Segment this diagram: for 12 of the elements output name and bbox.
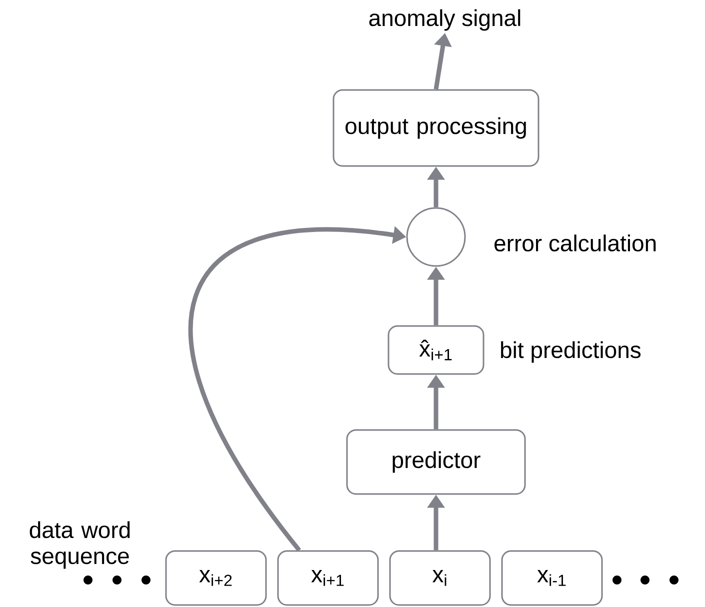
side-label: error calculation <box>494 234 656 252</box>
data-word-box: x$_{i+2}$ <box>165 550 267 606</box>
output-label: anomaly signal <box>369 9 520 31</box>
data-word-box: x$_{i-1}$ <box>501 550 603 606</box>
side-label: bit predictions <box>501 341 641 363</box>
data-word-box: x$_{i}$ <box>389 550 491 606</box>
error-circle <box>406 207 466 267</box>
process-box: predictor <box>346 429 526 495</box>
data-word-box: x$_{i+1}$ <box>277 550 379 606</box>
prediction-box: x̂$_{i+1}$ <box>388 325 484 375</box>
side-label: data word sequence <box>30 521 130 569</box>
process-box: output processing <box>332 89 540 167</box>
